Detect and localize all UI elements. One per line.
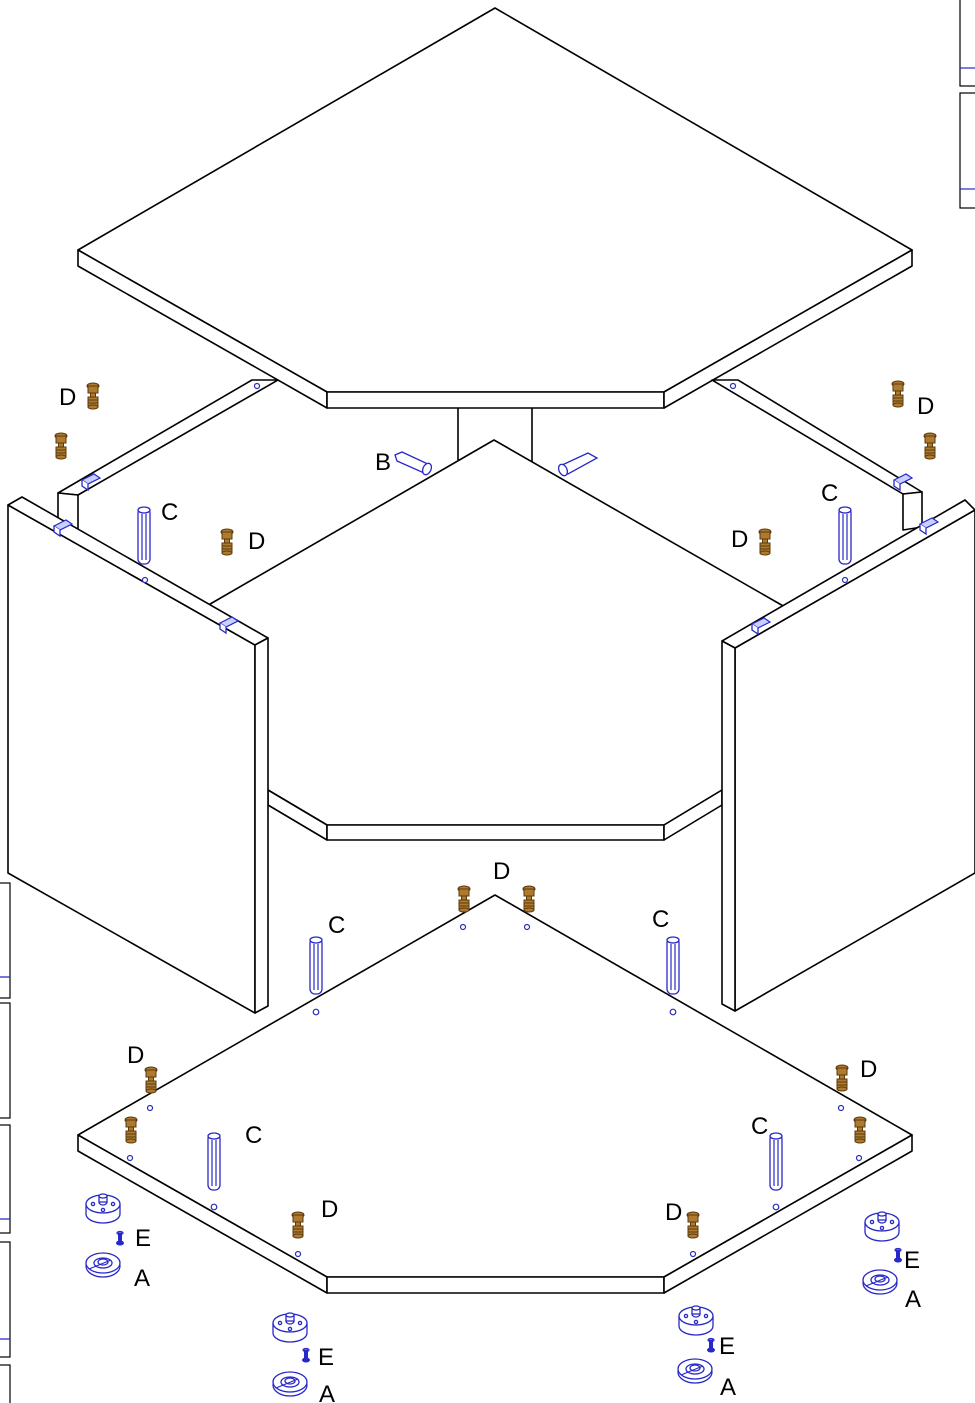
label-d: D [665,1199,682,1226]
label-d: D [493,858,510,885]
back-rail-right [711,379,923,531]
label-c: C [161,499,178,526]
label-a: A [319,1381,335,1403]
top-panel [77,7,913,409]
shelf-pin-right [557,452,599,477]
label-a: A [134,1265,150,1292]
foot-set-right [862,1211,903,1295]
bottom-panel-holes [126,923,863,1258]
bottom-panel [77,894,913,1294]
foot-set-center-left [272,1312,311,1397]
label-e: E [719,1333,735,1360]
right-side-panel [721,499,975,1012]
part-labels: D D D D D D D D D C C C C C C B E E E E … [59,384,934,1403]
label-d: D [321,1196,338,1223]
label-e: E [318,1344,334,1371]
label-c: C [652,906,669,933]
label-e: E [904,1247,920,1274]
label-d: D [860,1056,877,1083]
label-d: D [127,1042,144,1069]
label-c: C [821,480,838,507]
label-e: E [135,1225,151,1252]
foot-set-left [85,1193,125,1278]
label-c: C [328,912,345,939]
label-a: A [905,1286,921,1313]
center-post [457,408,533,464]
label-d: D [917,393,934,420]
label-d: D [59,384,76,411]
label-d: D [248,528,265,555]
label-d: D [731,526,748,553]
shelf-pin-left [394,451,433,476]
label-b: B [375,449,391,476]
foot-set-center-right [677,1305,716,1384]
label-a: A [720,1374,736,1401]
left-side-panel [7,496,269,1014]
label-c: C [245,1122,262,1149]
label-c: C [751,1113,768,1140]
shelf-panel [204,439,786,841]
